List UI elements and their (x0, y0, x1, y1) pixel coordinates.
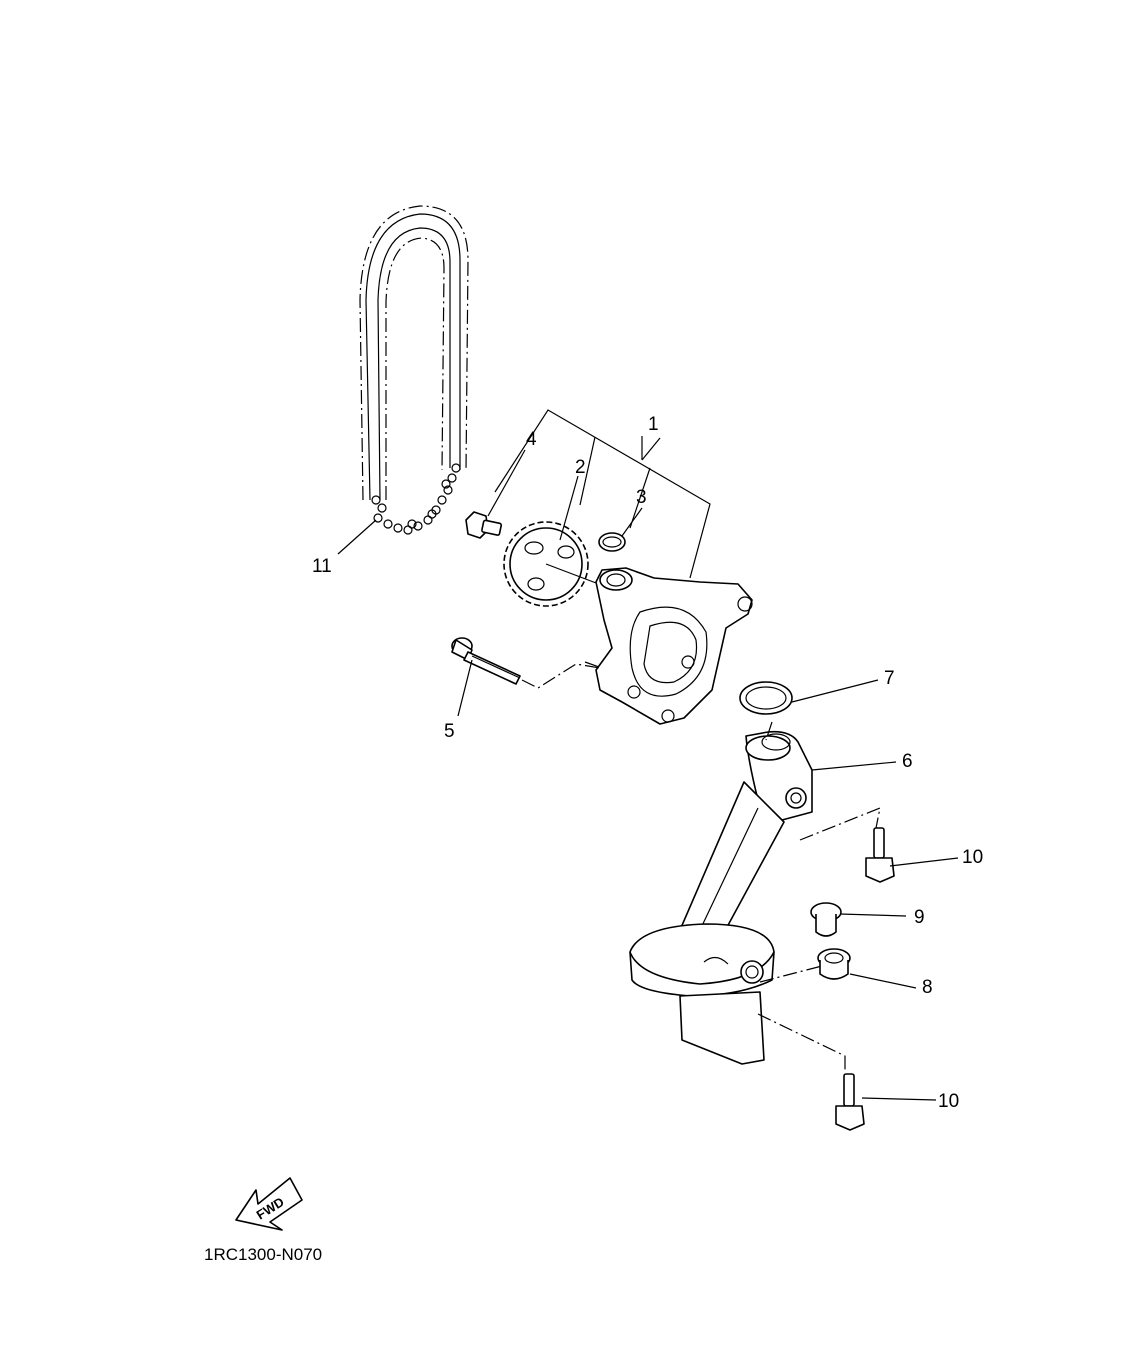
callout-10-lower: 10 (938, 1091, 959, 1112)
callout-11: 11 (312, 556, 332, 577)
callout-8: 8 (922, 977, 933, 998)
cam-chain (359, 205, 469, 535)
callout-1: 1 (648, 414, 659, 435)
callout-5: 5 (444, 721, 455, 742)
grommet-8 (817, 948, 851, 980)
fwd-arrow: FWD (235, 1177, 303, 1231)
chain-links (371, 463, 461, 535)
callout-10-upper: 10 (962, 847, 983, 868)
callout-6: 6 (902, 751, 913, 772)
callout-9: 9 (914, 907, 925, 928)
callout-numbers: 1 2 3 4 5 6 7 8 9 10 10 11 (312, 414, 983, 1112)
callout-2: 2 (575, 457, 586, 478)
o-ring-7 (739, 681, 793, 715)
oil-strainer (629, 923, 846, 1070)
circlip-3 (598, 532, 626, 552)
assembly-bracket (494, 409, 711, 579)
callout-3: 3 (636, 487, 647, 508)
bolt-10-lower (835, 1073, 865, 1131)
bolt-4 (465, 511, 503, 539)
sprocket-2 (503, 521, 605, 607)
bolt-10-upper (865, 827, 895, 883)
leader-lines (337, 436, 959, 1101)
callout-4: 4 (526, 429, 537, 450)
collar-9 (810, 902, 842, 937)
strainer-pipe-6 (679, 721, 881, 941)
drawing-code: 1RC1300-N070 (204, 1245, 322, 1264)
oil-pump-body-1 (584, 567, 753, 725)
bolt-5 (451, 637, 601, 689)
callout-7: 7 (884, 668, 895, 689)
